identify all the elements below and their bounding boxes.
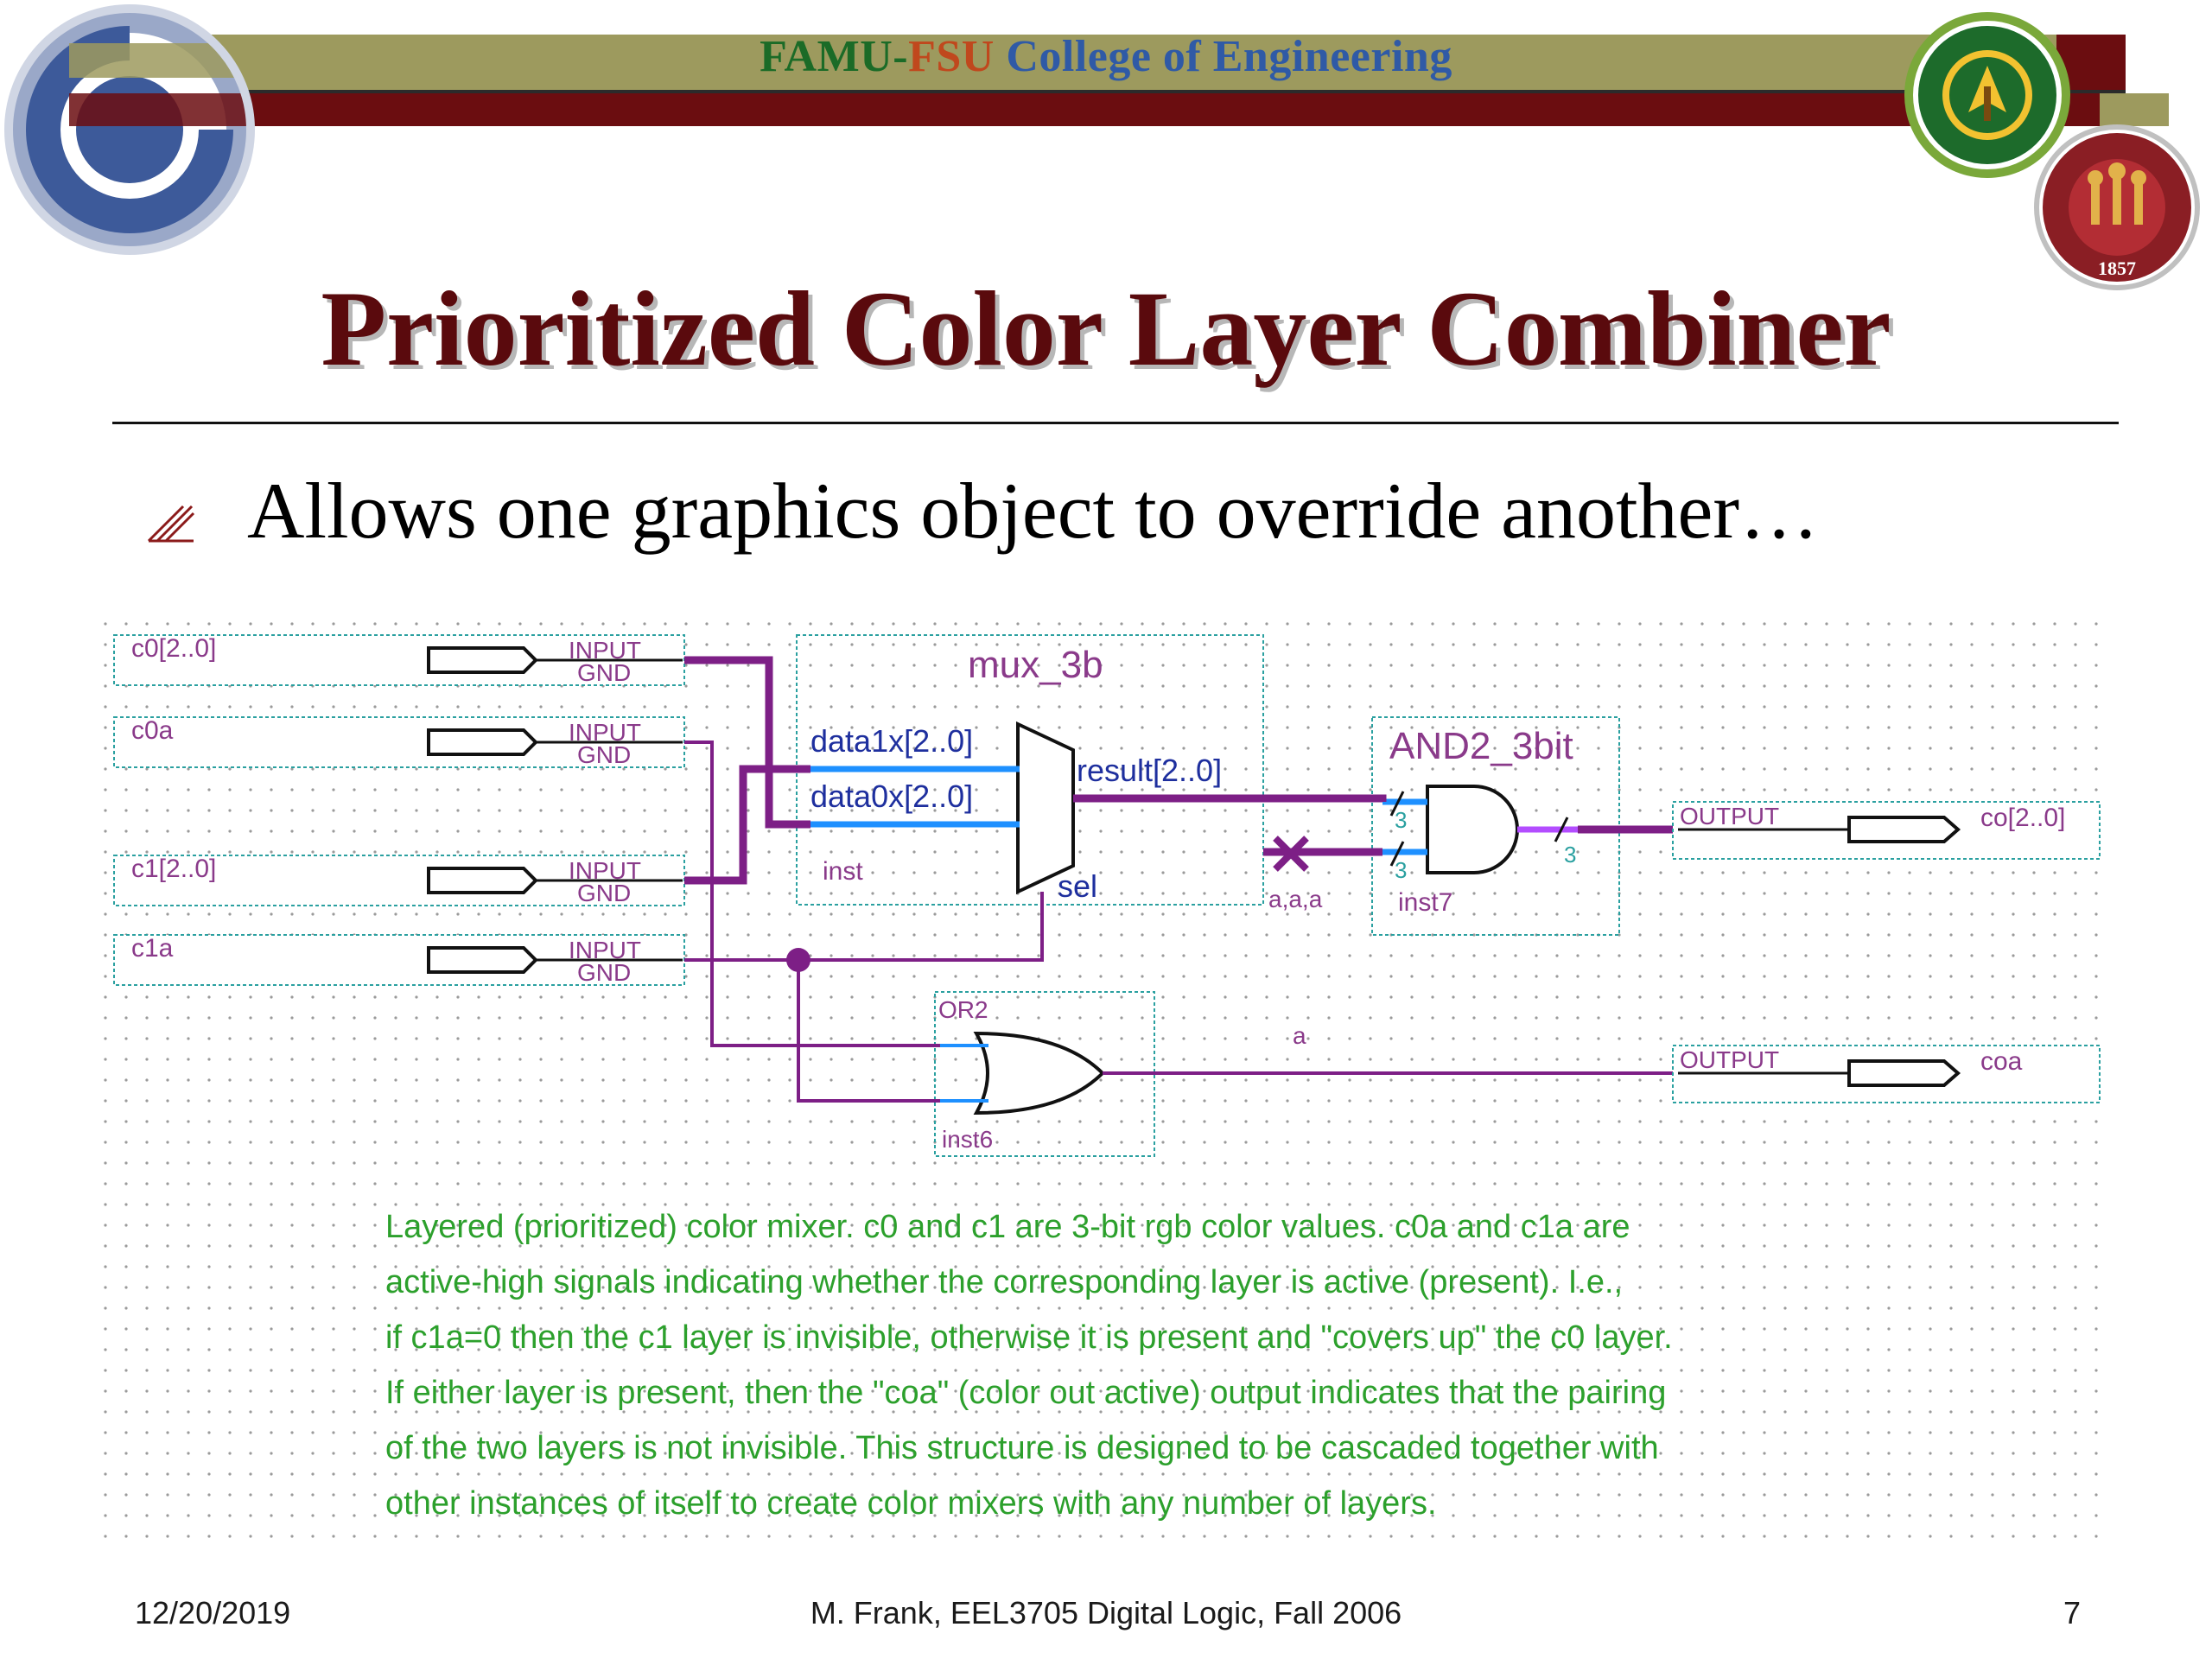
- mux-data0-port: data0x[2..0]: [810, 779, 973, 814]
- input-sub-c0a: GND: [577, 741, 631, 768]
- input-pin-c1a: [427, 946, 538, 974]
- and-width-out: 3: [1564, 842, 1576, 868]
- and-gate-inst: inst7: [1398, 888, 1452, 917]
- footer-author: M. Frank, EEL3705 Digital Logic, Fall 20…: [810, 1595, 1402, 1630]
- input-pin-c0a: [427, 728, 538, 756]
- input-pin-c1: [427, 867, 538, 894]
- input-name-c0a: c0a: [131, 716, 174, 745]
- input-pin-c0: [427, 646, 538, 674]
- and-gate-name: AND2_3bit: [1389, 725, 1573, 767]
- footer-date: 12/20/2019: [135, 1595, 291, 1630]
- note-line-4: If either layer is present, then the "co…: [385, 1375, 1666, 1411]
- mux-inst: inst: [823, 857, 863, 886]
- and-width-b: 3: [1395, 857, 1407, 883]
- note-line-3: if c1a=0 then the c1 layer is invisible,…: [385, 1319, 1673, 1356]
- famu-text: FAMU: [760, 32, 893, 81]
- mux-result-port: result[2..0]: [1077, 753, 1222, 788]
- bus-constant: a,a,a: [1268, 836, 1323, 912]
- or-output-label: a: [1293, 1022, 1306, 1049]
- header-banner-accent-olive: [2100, 93, 2169, 126]
- college-header: FAMU-FSU College of Engineering: [0, 31, 2212, 82]
- or-gate-inst: inst6: [942, 1126, 993, 1153]
- famu-seal-icon: [1904, 12, 2070, 178]
- output-pin-co: [1847, 816, 1961, 843]
- input-tag-c0a: INPUT: [569, 719, 641, 746]
- schematic-diagram: c0[2..0] c0a c1[2..0] c1a INPUT GND INPU…: [104, 622, 2108, 1555]
- output-pin-coa: [1847, 1059, 1961, 1087]
- note-line-6: other instances of itself to create colo…: [385, 1485, 1437, 1522]
- schematic-note: Layered (prioritized) color mixer. c0 an…: [385, 1209, 1673, 1522]
- and-width-a: 3: [1395, 807, 1407, 833]
- and-gate-block: AND2_3bit 3 3 3 inst7: [1371, 716, 1620, 936]
- or-gate-name: OR2: [938, 996, 988, 1023]
- mux-shape: [1016, 721, 1075, 895]
- input-sub-c0: GND: [577, 659, 631, 686]
- header-banner-olive: [69, 35, 2056, 95]
- output-tag-co: OUTPUT: [1680, 803, 1779, 830]
- input-pins: c0[2..0] c0a c1[2..0] c1a INPUT GND INPU…: [113, 634, 685, 986]
- fsu-year: 1857: [2098, 257, 2136, 279]
- title-rule: [112, 422, 2119, 424]
- note-line-2: active-high signals indicating whether t…: [385, 1264, 1623, 1300]
- junction-dot: [786, 948, 810, 972]
- college-text: College of Engineering: [994, 32, 1452, 81]
- college-logo-icon: [4, 4, 255, 255]
- slide-title: Prioritized Color Layer Combiner: [321, 270, 1891, 388]
- input-tag-c1: INPUT: [569, 857, 641, 884]
- fsu-text: FSU: [908, 32, 995, 81]
- note-line-1: Layered (prioritized) color mixer. c0 an…: [385, 1209, 1630, 1245]
- and-gate-shape: [1426, 785, 1519, 874]
- or-gate-shape: [973, 1031, 1105, 1116]
- input-sub-c1a: GND: [577, 959, 631, 986]
- wires: [684, 656, 1678, 1103]
- output-name-co: co[2..0]: [1980, 804, 2065, 832]
- fsu-seal-icon: 1857: [2034, 124, 2200, 290]
- header-banner-maroon: [69, 93, 2126, 126]
- input-name-c0: c0[2..0]: [131, 634, 216, 663]
- bus-constant-label: a,a,a: [1268, 886, 1323, 912]
- input-sub-c1: GND: [577, 880, 631, 906]
- input-tag-c0: INPUT: [569, 637, 641, 664]
- output-name-coa: coa: [1980, 1047, 2023, 1076]
- input-name-c1: c1[2..0]: [131, 855, 216, 883]
- bullet-icon: [147, 505, 195, 543]
- mux-block: mux_3b data1x[2..0] data0x[2..0] result[…: [796, 634, 1264, 906]
- mux-name: mux_3b: [968, 644, 1103, 686]
- output-tag-coa: OUTPUT: [1680, 1046, 1779, 1073]
- mux-data1-port: data1x[2..0]: [810, 723, 973, 759]
- header-dash: -: [893, 32, 909, 81]
- output-pins: OUTPUT OUTPUT co[2..0] coa: [1672, 801, 2101, 1103]
- footer-page-number: 7: [2063, 1595, 2082, 1630]
- input-name-c1a: c1a: [131, 934, 174, 963]
- or-gate-block: OR2 inst6: [934, 991, 1155, 1157]
- mux-sel-port: sel: [1058, 868, 1097, 904]
- input-tag-c1a: INPUT: [569, 937, 641, 963]
- bullet-text: Allows one graphics object to override a…: [247, 467, 1820, 555]
- header-banner-rule: [69, 90, 2126, 93]
- note-line-5: of the two layers is not invisible. This…: [385, 1430, 1659, 1466]
